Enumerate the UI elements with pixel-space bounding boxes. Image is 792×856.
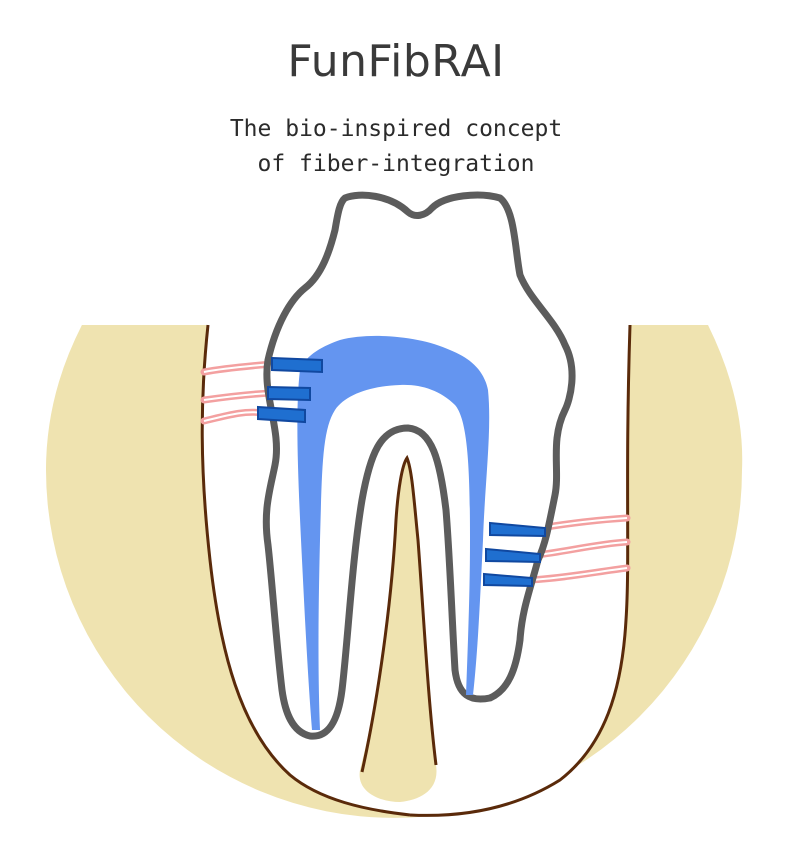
pulp (297, 335, 490, 730)
cone-anchor-icon (271, 356, 323, 374)
cone-anchor-icon (485, 547, 541, 564)
cone-anchor-icon (267, 385, 311, 402)
socket-outline-left (200, 324, 411, 817)
right-fiber-anchors (483, 521, 546, 588)
subtitle-line-1: The bio-inspired concept (229, 116, 563, 142)
subtitle-line-2: of fiber-integration (257, 151, 535, 177)
cone-anchor-icon (489, 521, 546, 538)
bone-septum-outline (360, 454, 438, 773)
page-title: FunFibRAI (287, 36, 505, 87)
socket-outline-right (409, 324, 632, 817)
tooth (262, 191, 576, 740)
cone-anchor-icon (257, 405, 306, 424)
ligament-fiber (529, 567, 628, 581)
cone-anchor-icon (483, 572, 533, 588)
ligament-fiber (535, 541, 628, 556)
left-fiber-anchors (257, 356, 323, 424)
